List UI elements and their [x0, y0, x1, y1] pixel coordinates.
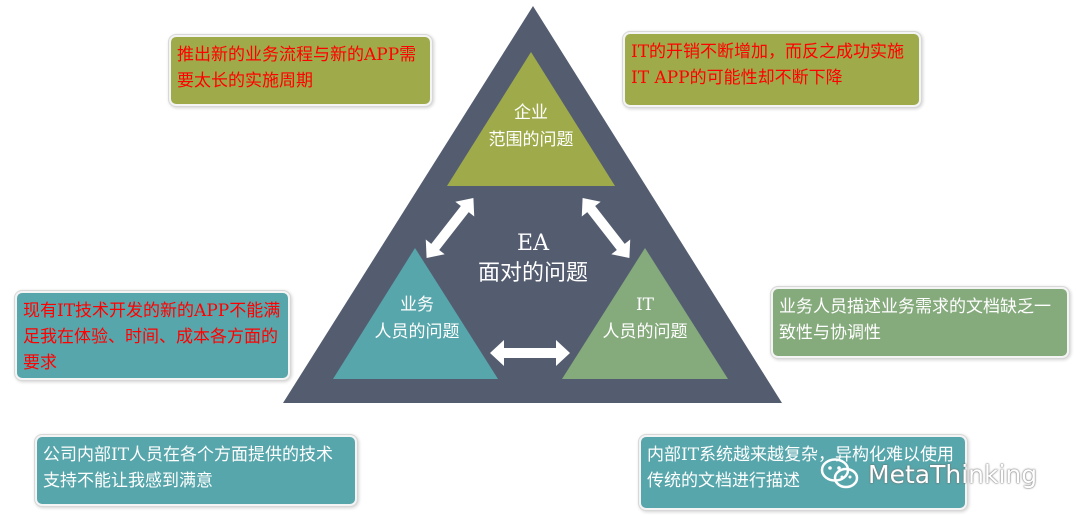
- top-inner-triangle: [447, 52, 615, 186]
- box-bottom-left: 公司内部IT人员在各个方面提供的技术支持不能让我感到满意: [34, 434, 358, 507]
- top-triangle-label: 企业 范围的问题: [471, 100, 591, 154]
- box-bottom-right-text: 内部IT系统越来越复杂，异构化难以使用传统的文档进行描述: [641, 437, 965, 508]
- watermark-text: MetaThinking: [868, 459, 1038, 489]
- top-triangle-line1: 企业: [514, 103, 548, 123]
- watermark: MetaThinking: [820, 457, 1037, 491]
- box-mid-left: 现有IT技术开发的新的APP不能满足我在体验、时间、成本各方面的要求: [14, 290, 291, 381]
- box-mid-left-text: 现有IT技术开发的新的APP不能满足我在体验、时间、成本各方面的要求: [17, 293, 288, 378]
- right-triangle-line1: IT: [635, 295, 655, 315]
- top-triangle-line2: 范围的问题: [488, 130, 574, 150]
- box-top-left: 推出新的业务流程与新的APP需要太长的实施周期: [168, 34, 433, 107]
- box-mid-right: 业务人员描述业务需求的文档缺乏一致性与协调性: [770, 286, 1070, 359]
- left-triangle-line1: 业务: [400, 295, 434, 315]
- wechat-icon: [820, 458, 859, 489]
- arrow-horizontal-icon: [490, 340, 570, 366]
- center-line1: EA: [517, 231, 549, 256]
- left-inner-triangle: [333, 248, 498, 379]
- box-top-left-text: 推出新的业务流程与新的APP需要太长的实施周期: [171, 37, 430, 104]
- left-triangle-line2: 人员的问题: [374, 322, 460, 342]
- box-bottom-left-text: 公司内部IT人员在各个方面提供的技术支持不能让我感到满意: [37, 437, 355, 504]
- box-bottom-right: 内部IT系统越来越复杂，异构化难以使用传统的文档进行描述: [638, 434, 968, 511]
- right-inner-triangle: [562, 248, 728, 379]
- box-mid-right-text: 业务人员描述业务需求的文档缺乏一致性与协调性: [773, 289, 1067, 356]
- center-line2: 面对的问题: [477, 261, 588, 286]
- center-label: EA 面对的问题: [463, 229, 603, 289]
- box-top-right-text: IT的开销不断增加，而反之成功实施IT APP的可能性却不断下降: [625, 34, 919, 105]
- left-triangle-label: 业务 人员的问题: [357, 292, 477, 346]
- right-triangle-label: IT 人员的问题: [585, 292, 705, 346]
- arrow-left-diagonal-icon: [425, 198, 475, 258]
- box-top-right: IT的开销不断增加，而反之成功实施IT APP的可能性却不断下降: [622, 31, 922, 108]
- arrow-right-diagonal-icon: [581, 198, 631, 258]
- right-triangle-line2: 人员的问题: [602, 322, 688, 342]
